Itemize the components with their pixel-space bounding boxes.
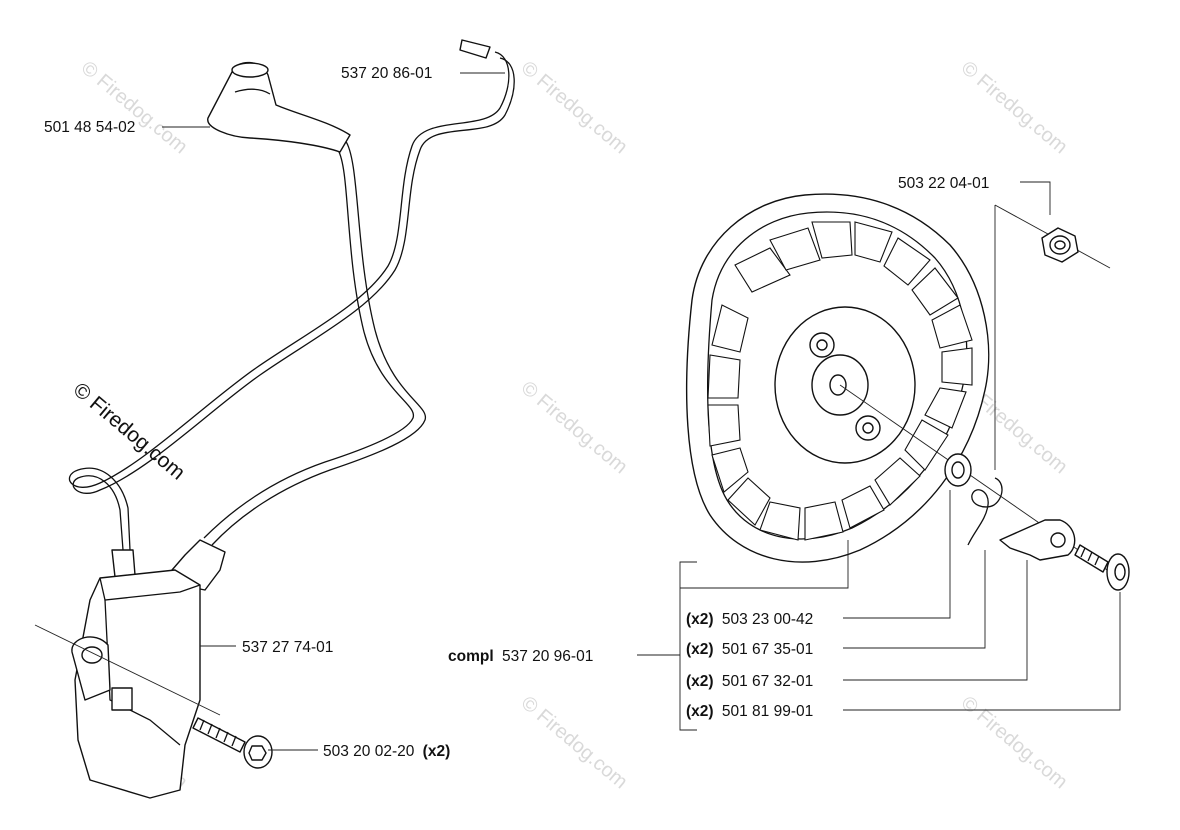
watermark: © Firedog.com [517, 377, 632, 478]
pawl-spring [967, 477, 1003, 546]
ignition-module-assembly [34, 39, 515, 799]
module-screw [192, 717, 273, 769]
part-number: 537 20 96-01 [502, 648, 593, 665]
quantity: (x2) [686, 641, 714, 658]
quantity: (x2) [686, 703, 714, 720]
ground-wire [72, 57, 515, 551]
pawl-screw [1074, 544, 1130, 591]
flywheel-fins [707, 221, 973, 541]
cap-detail [234, 88, 271, 95]
spark-plug-cap [207, 61, 351, 153]
wire-connector [111, 549, 136, 578]
label-flywheel-compl: compl 537 20 96-01 [448, 648, 593, 665]
label-spring: (x2) 501 67 35-01 [686, 641, 813, 658]
quantity: (x2) [423, 743, 451, 760]
part-number: 501 67 32-01 [722, 673, 813, 690]
pawl-post-hole [862, 422, 874, 434]
watermark: © Firedog.com [517, 692, 632, 793]
part-labels: 501 48 54-02 537 20 86-01 537 27 74-01 5… [44, 65, 989, 760]
mounting-hole [81, 646, 103, 664]
label-module-screw: 503 20 02-20 (x2) [323, 743, 450, 760]
flywheel-nut [1041, 227, 1079, 263]
pawl-hole [1050, 532, 1066, 548]
pawl-post-hole [816, 339, 828, 351]
module-connector-tab [111, 687, 133, 711]
label-washer: (x2) 503 23 00-42 [686, 611, 813, 628]
watermark: © Firedog.com [957, 692, 1072, 793]
flywheel-assembly [685, 193, 1130, 591]
label-flywheel-nut: 503 22 04-01 [898, 175, 989, 192]
module-edge [99, 577, 201, 601]
label-pawl-screw: (x2) 501 81 99-01 [686, 703, 813, 720]
screw-axis [34, 624, 221, 716]
label-ignition-module: 537 27 74-01 [242, 639, 333, 656]
label-pawl: (x2) 501 67 32-01 [686, 673, 813, 690]
part-number: 501 67 35-01 [722, 641, 813, 658]
watermark: © Firedog.com [517, 57, 632, 158]
spark-plug-cap-top [231, 62, 269, 78]
part-number: 501 81 99-01 [722, 703, 813, 720]
label-spark-plug-cap: 501 48 54-02 [44, 119, 135, 136]
leader-lines [162, 72, 1121, 751]
washer-hole [951, 461, 965, 479]
label-ground-wire: 537 20 86-01 [341, 65, 432, 82]
watermark: © Firedog.com [77, 57, 192, 158]
flywheel-pawl [999, 519, 1076, 561]
ht-lead [211, 139, 427, 546]
ht-lead [203, 149, 414, 539]
compl-prefix: compl [448, 648, 494, 665]
watermark: © Firedog.com [957, 57, 1072, 158]
flywheel-bore [829, 374, 847, 396]
quantity: (x2) [686, 673, 714, 690]
ground-wire [68, 51, 510, 551]
ground-terminal [459, 39, 491, 59]
part-number: 503 20 02-20 [323, 743, 415, 760]
part-number: 503 23 00-42 [722, 611, 813, 628]
quantity: (x2) [686, 611, 714, 628]
